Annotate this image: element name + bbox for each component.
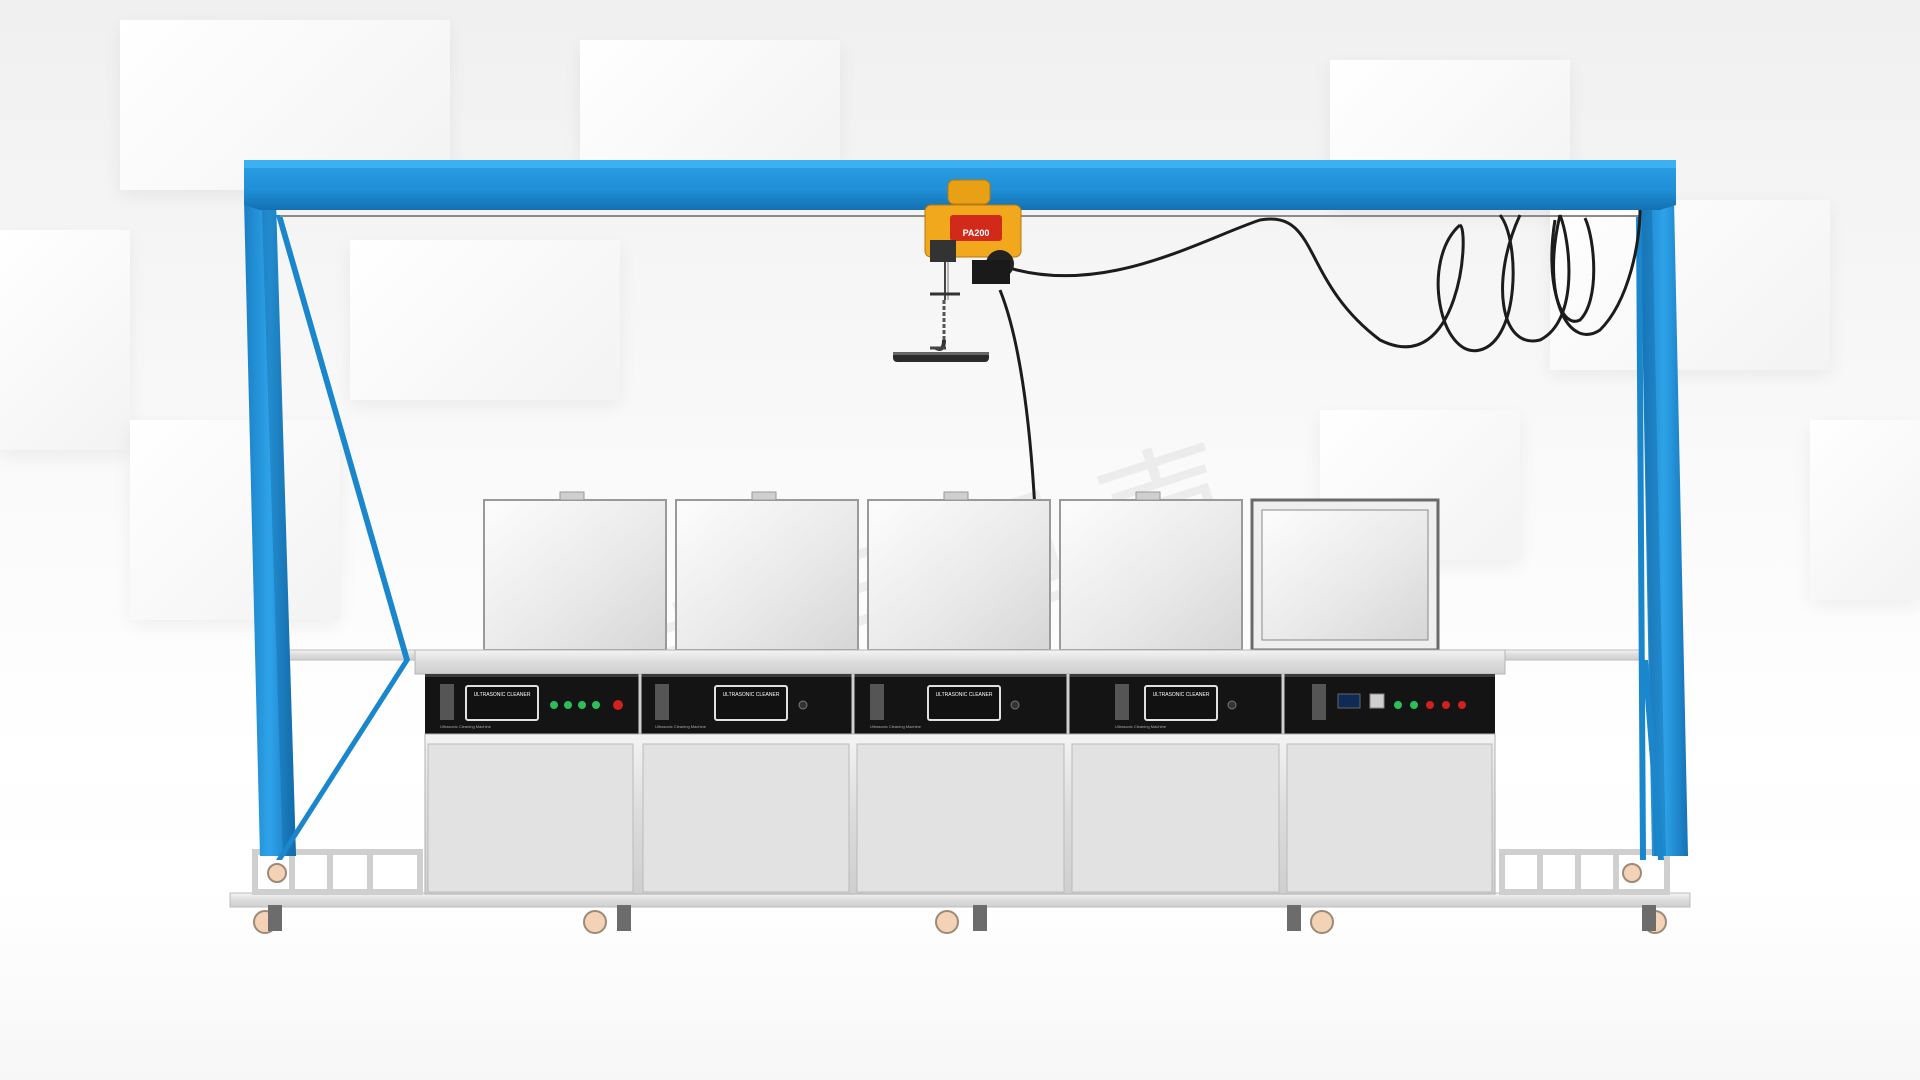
leveling-feet [268, 905, 1656, 931]
tank-deck [414, 649, 1506, 675]
background-tile [350, 240, 620, 400]
module-display-1: ULTRASONIC CLEANER Ultrasonic Cleaning M… [440, 684, 623, 729]
right-shelf [1499, 649, 1641, 661]
gantry-right-column [1636, 200, 1688, 860]
hoist-brand-label: PA200 [963, 228, 990, 238]
svg-text:Ultrasonic Cleaning Machine: Ultrasonic Cleaning Machine [1115, 724, 1167, 729]
background-tile [130, 420, 340, 620]
gantry-left-column [244, 200, 410, 860]
svg-text:Ultrasonic Cleaning Machine: Ultrasonic Cleaning Machine [870, 724, 922, 729]
tank-lids [483, 491, 1440, 652]
hoist-cable [998, 209, 1642, 511]
module-display-5 [1312, 684, 1466, 720]
casters [253, 863, 1667, 934]
svg-text:Ultrasonic Cleaning Machine: Ultrasonic Cleaning Machine [440, 724, 492, 729]
svg-text:ULTRASONIC CLEANER: ULTRASONIC CLEANER [1153, 692, 1210, 698]
electric-hoist: PA200 [893, 179, 1022, 362]
background-tile [1810, 420, 1920, 600]
svg-text:ULTRASONIC CLEANER: ULTRASONIC CLEANER [723, 692, 780, 698]
cabinet-body [424, 733, 1496, 895]
base-frame [229, 849, 1691, 908]
svg-text:Ultrasonic Cleaning Machine: Ultrasonic Cleaning Machine [655, 724, 707, 729]
module-display-3: ULTRASONIC CLEANER Ultrasonic Cleaning M… [870, 684, 1020, 729]
background-tile [1550, 200, 1830, 370]
svg-text:ULTRASONIC CLEANER: ULTRASONIC CLEANER [936, 692, 993, 698]
background-tile [0, 230, 130, 450]
left-shelf [279, 649, 421, 661]
module-display-2: ULTRASONIC CLEANER Ultrasonic Cleaning M… [655, 684, 808, 729]
svg-text:ULTRASONIC CLEANER: ULTRASONIC CLEANER [474, 692, 531, 698]
background-tile [580, 40, 840, 160]
module-display-4: ULTRASONIC CLEANER Ultrasonic Cleaning M… [1115, 684, 1237, 729]
